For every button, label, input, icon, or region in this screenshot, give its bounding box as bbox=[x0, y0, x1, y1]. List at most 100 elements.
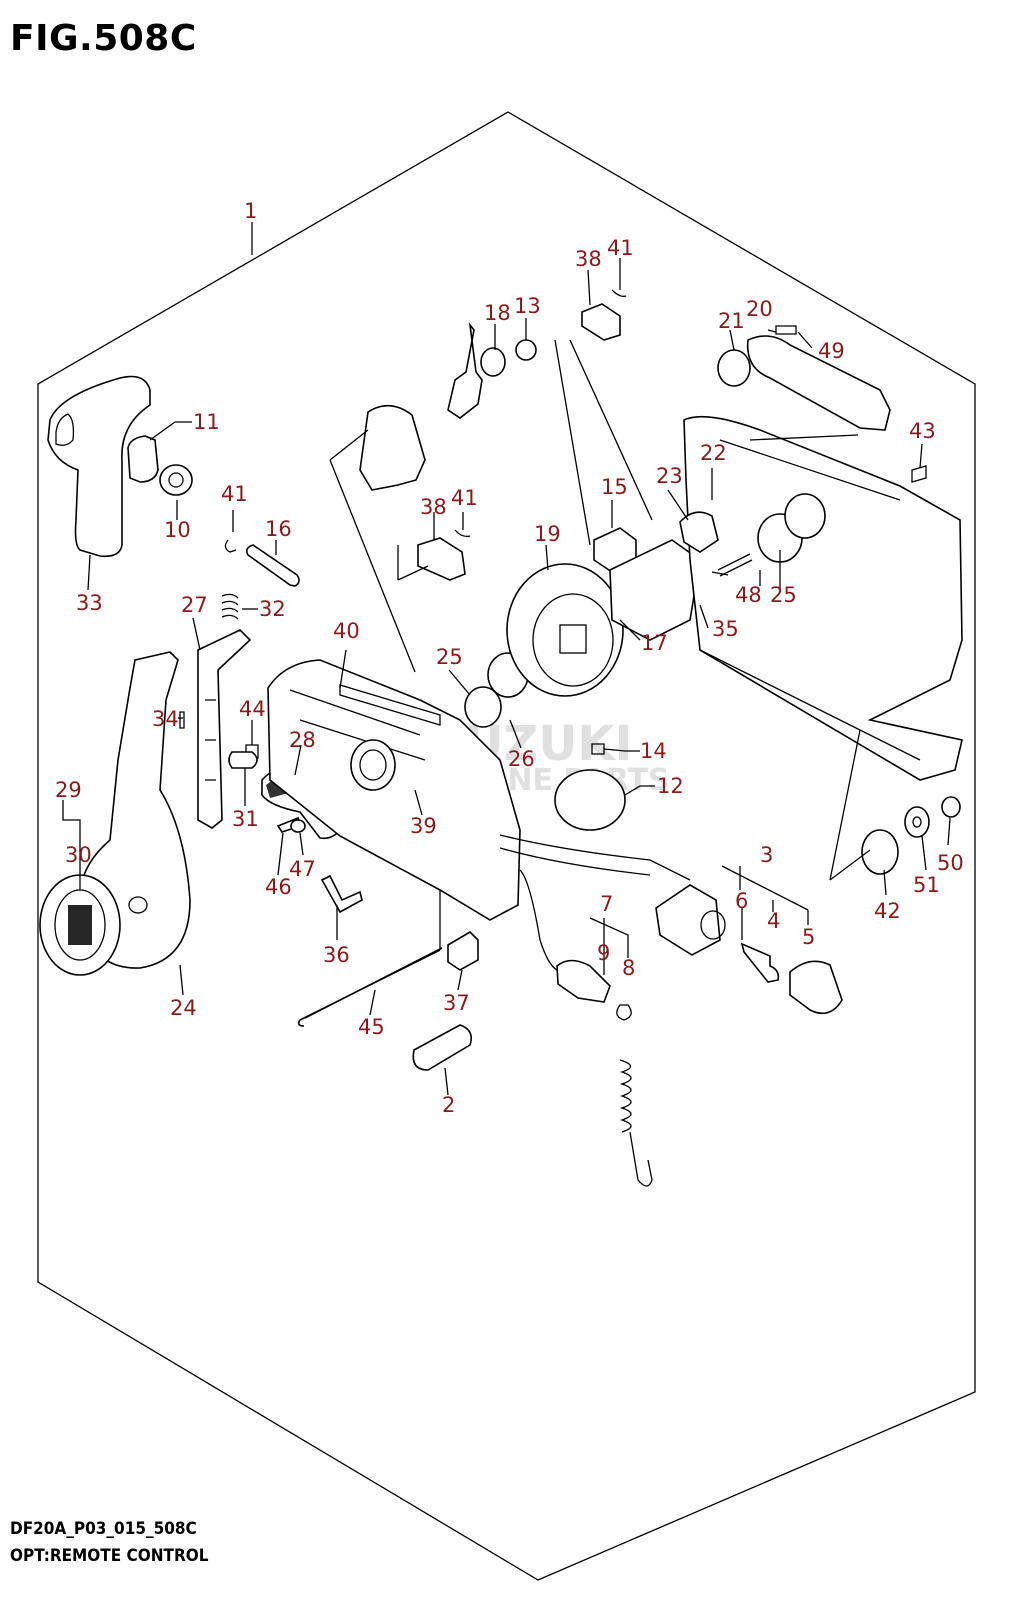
figure-code: DF20A_P03_015_508C bbox=[10, 1519, 197, 1539]
washer-13 bbox=[515, 339, 537, 361]
callout-42: 42 bbox=[874, 899, 901, 923]
assembly-boundary bbox=[37, 111, 976, 1581]
figure-name: OPT:REMOTE CONTROL bbox=[10, 1546, 209, 1566]
callout-2: 2 bbox=[442, 1093, 455, 1117]
callout-21: 21 bbox=[718, 309, 745, 333]
callout-35: 35 bbox=[712, 617, 739, 641]
callout-13: 13 bbox=[514, 294, 541, 318]
lever-18 bbox=[447, 322, 506, 419]
callout-12: 12 bbox=[657, 774, 684, 798]
callout-3: 3 bbox=[760, 843, 773, 867]
callout-49: 49 bbox=[818, 339, 845, 363]
callout-4: 4 bbox=[767, 909, 780, 933]
callout-31: 31 bbox=[232, 807, 259, 831]
callout-36: 36 bbox=[323, 943, 350, 967]
bolt-34 bbox=[179, 711, 185, 729]
callout-38a: 38 bbox=[420, 495, 447, 519]
callout-29: 29 bbox=[55, 778, 82, 802]
figure-title: FIG.508C bbox=[10, 18, 197, 59]
callout-46: 46 bbox=[265, 875, 292, 899]
upper-bracket bbox=[359, 404, 426, 491]
callout-43: 43 bbox=[909, 419, 936, 443]
callout-41b: 41 bbox=[451, 486, 478, 510]
spring-32 bbox=[221, 593, 239, 620]
callout-8: 8 bbox=[622, 956, 635, 980]
ignition-switch-6 bbox=[655, 884, 726, 956]
bolt-48 bbox=[717, 553, 753, 577]
callout-7: 7 bbox=[600, 892, 613, 916]
callout-5: 5 bbox=[802, 925, 815, 949]
bolt-43 bbox=[911, 465, 927, 483]
washer-51 bbox=[904, 806, 930, 838]
clip-41-left bbox=[224, 539, 237, 553]
plate-2 bbox=[412, 1024, 473, 1071]
callout-23: 23 bbox=[656, 464, 683, 488]
callout-45: 45 bbox=[358, 1015, 385, 1039]
clip-41-top bbox=[611, 289, 627, 298]
callout-labels: 1 2 3 4 5 6 7 8 9 10 11 12 13 14 15 16 1… bbox=[55, 199, 964, 1117]
bracket-31 bbox=[228, 751, 258, 769]
stop-37 bbox=[447, 930, 479, 971]
callout-9: 9 bbox=[597, 941, 610, 965]
callout-26: 26 bbox=[508, 747, 535, 771]
callout-18: 18 bbox=[484, 301, 511, 325]
washer-25-left bbox=[464, 686, 502, 728]
callout-20: 20 bbox=[746, 297, 773, 321]
callout-22: 22 bbox=[700, 441, 727, 465]
bracket-38-top bbox=[581, 303, 621, 341]
nut-50 bbox=[941, 796, 961, 818]
callout-34: 34 bbox=[152, 707, 179, 731]
washer-47 bbox=[290, 819, 306, 833]
lever-27 bbox=[197, 629, 252, 829]
key-4 bbox=[740, 942, 780, 983]
leader-lines bbox=[62, 222, 951, 1096]
bracket-38-mid bbox=[417, 537, 466, 581]
gear-disc-19 bbox=[506, 563, 624, 697]
cap-11 bbox=[127, 435, 159, 483]
callout-30: 30 bbox=[65, 843, 92, 867]
control-body-40 bbox=[267, 659, 521, 921]
gear-23 bbox=[679, 511, 719, 553]
bracket-36 bbox=[320, 874, 363, 914]
lever-20 bbox=[746, 335, 891, 431]
housing-right bbox=[683, 415, 963, 781]
callout-6: 6 bbox=[735, 889, 748, 913]
callout-11: 11 bbox=[193, 410, 220, 434]
clip-41-mid bbox=[454, 529, 471, 538]
callout-33: 33 bbox=[76, 591, 103, 615]
bushing-21 bbox=[717, 349, 751, 387]
screw-14 bbox=[591, 743, 605, 755]
washer-10 bbox=[159, 464, 193, 496]
plate-17 bbox=[609, 539, 701, 641]
callout-32: 32 bbox=[259, 597, 286, 621]
pin-16 bbox=[246, 544, 300, 587]
callout-19: 19 bbox=[534, 522, 561, 546]
callout-40: 40 bbox=[333, 619, 360, 643]
switch-12 bbox=[499, 769, 691, 881]
callout-24: 24 bbox=[170, 996, 197, 1020]
bolt-49 bbox=[775, 325, 797, 335]
cap-5 bbox=[789, 960, 843, 1015]
callout-39: 39 bbox=[410, 814, 437, 838]
stop-switch-9 bbox=[556, 959, 611, 1003]
callout-15: 15 bbox=[601, 475, 628, 499]
callout-50: 50 bbox=[937, 851, 964, 875]
callout-44: 44 bbox=[239, 697, 266, 721]
callout-48: 48 bbox=[735, 583, 762, 607]
callout-41a: 41 bbox=[221, 482, 248, 506]
callout-37: 37 bbox=[443, 991, 470, 1015]
callout-1: 1 bbox=[244, 199, 257, 223]
callout-10: 10 bbox=[164, 518, 191, 542]
screw-45 bbox=[297, 947, 443, 1027]
handle-grip-33 bbox=[47, 375, 151, 558]
callout-16: 16 bbox=[265, 517, 292, 541]
callout-28: 28 bbox=[289, 728, 316, 752]
lanyard-8 bbox=[616, 1004, 653, 1187]
callout-25a: 25 bbox=[436, 645, 463, 669]
callout-51: 51 bbox=[913, 873, 940, 897]
callout-25b: 25 bbox=[770, 583, 797, 607]
callout-41c: 41 bbox=[607, 236, 634, 260]
callout-38b: 38 bbox=[575, 247, 602, 271]
callout-17: 17 bbox=[641, 631, 668, 655]
